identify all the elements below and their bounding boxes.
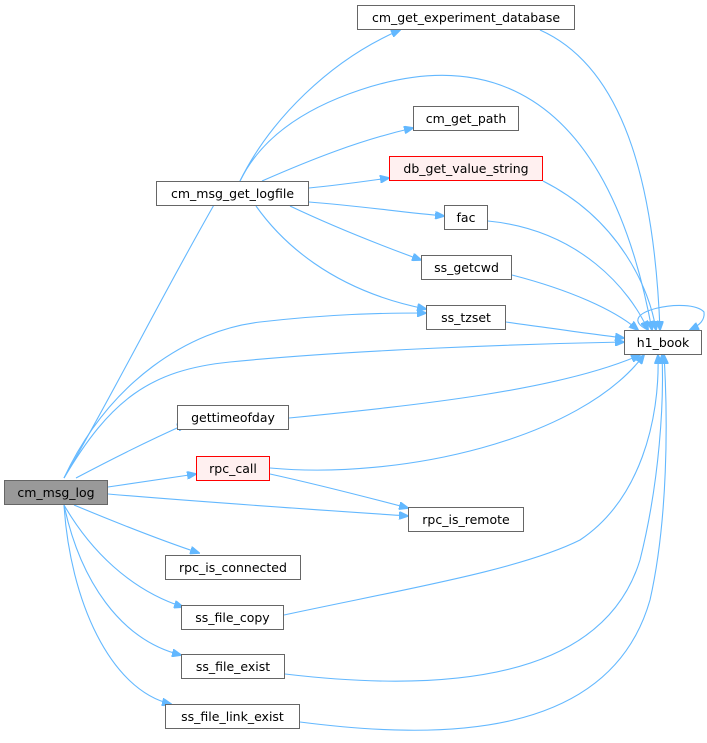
edge-ss-tzset-to-h1-book xyxy=(505,321,624,338)
edge-db-get-value-string-to-h1-book xyxy=(542,180,656,330)
edge-gettimeofday-to-h1-book xyxy=(288,355,640,419)
edge-rpc-call-to-rpc-is-remote xyxy=(269,473,408,508)
edge-cm-msg-get-logfile-to-h1-book xyxy=(239,74,652,330)
node-ss-getcwd[interactable]: ss_getcwd xyxy=(421,255,512,280)
node-ss-tzset[interactable]: ss_tzset xyxy=(426,305,506,330)
edge-ss-file-copy-to-h1-book xyxy=(283,355,658,616)
node-ss-file-link-exist[interactable]: ss_file_link_exist xyxy=(165,704,300,729)
node-ss-file-copy[interactable]: ss_file_copy xyxy=(181,605,284,630)
edge-cm-get-experiment-database-to-h1-book xyxy=(539,29,660,330)
node-rpc-call[interactable]: rpc_call xyxy=(196,456,270,481)
edge-cm-msg-get-logfile-to-db-get-value-string xyxy=(308,178,389,189)
node-cm-msg-get-logfile[interactable]: cm_msg_get_logfile xyxy=(156,181,309,206)
edge-h1-book-to-h1-book xyxy=(637,304,705,330)
node-fac[interactable]: fac xyxy=(444,205,488,230)
edge-cm-msg-log-to-ss-file-copy xyxy=(63,504,183,607)
edge-cm-msg-log-to-h1-book xyxy=(63,342,624,479)
edge-cm-msg-get-logfile-to-fac xyxy=(308,201,444,216)
node-rpc-is-remote[interactable]: rpc_is_remote xyxy=(408,507,524,532)
edge-cm-msg-log-to-gettimeofday xyxy=(75,424,186,479)
edge-ss-getcwd-to-h1-book xyxy=(511,274,638,330)
edge-cm-msg-log-to-rpc-is-connected xyxy=(73,504,199,553)
edge-rpc-call-to-h1-book xyxy=(269,355,644,471)
edge-cm-msg-get-logfile-to-cm-get-path xyxy=(261,128,413,182)
node-gettimeofday[interactable]: gettimeofday xyxy=(177,405,289,430)
edge-cm-msg-get-logfile-to-ss-tzset xyxy=(255,205,426,309)
node-cm-get-path[interactable]: cm_get_path xyxy=(413,106,519,131)
edge-cm-msg-log-to-ss-file-link-exist xyxy=(63,504,171,704)
edge-cm-msg-log-to-cm-msg-get-logfile xyxy=(63,191,222,479)
edge-cm-msg-log-to-rpc-call xyxy=(107,474,196,488)
node-h1-book[interactable]: h1_book xyxy=(624,330,702,355)
node-rpc-is-connected[interactable]: rpc_is_connected xyxy=(165,555,301,580)
edge-cm-msg-log-to-ss-file-exist xyxy=(63,504,181,655)
node-ss-file-exist[interactable]: ss_file_exist xyxy=(181,654,285,679)
edge-cm-msg-get-logfile-to-cm-get-experiment-database xyxy=(239,30,400,182)
edge-fac-to-h1-book xyxy=(487,220,648,330)
node-cm-msg-log[interactable]: cm_msg_log xyxy=(4,480,108,505)
node-db-get-value-string[interactable]: db_get_value_string xyxy=(389,156,543,181)
edge-ss-file-exist-to-h1-book xyxy=(284,355,662,682)
node-cm-get-experiment-database[interactable]: cm_get_experiment_database xyxy=(357,5,575,30)
edge-ss-file-link-exist-to-h1-book xyxy=(299,355,666,731)
edge-cm-msg-log-to-ss-tzset xyxy=(63,313,426,479)
edge-cm-msg-log-to-rpc-is-remote xyxy=(107,493,408,516)
edge-cm-msg-get-logfile-to-ss-getcwd xyxy=(289,205,421,260)
